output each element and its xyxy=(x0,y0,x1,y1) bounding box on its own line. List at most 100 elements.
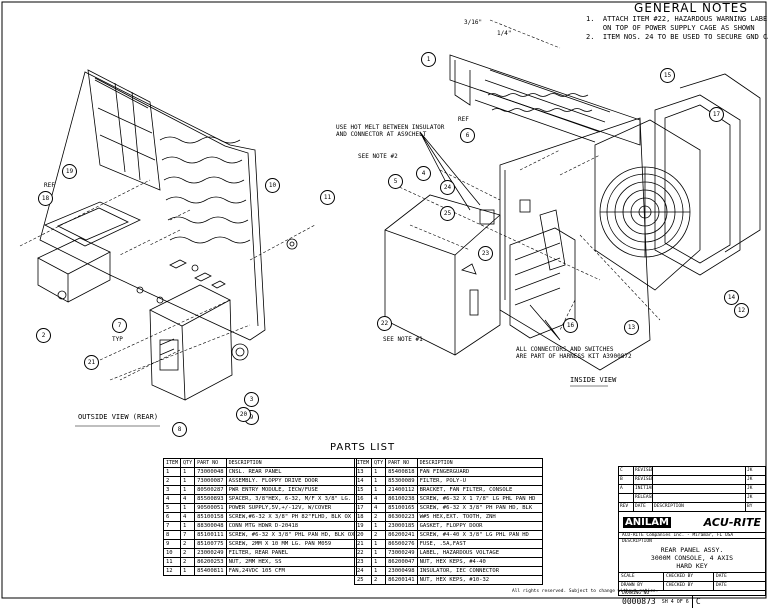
power-entry-module xyxy=(149,284,233,401)
item-balloon: 25 xyxy=(440,206,455,221)
description-label: DESCRIPTION xyxy=(622,539,652,544)
quantity: 1 xyxy=(371,557,387,567)
part-description: PWR ENTRY MODULE, IECW/FUSE xyxy=(225,485,358,495)
part-description: FAN FINGERGUARD xyxy=(416,467,543,477)
revision-cell xyxy=(653,476,746,484)
item-balloon: 11 xyxy=(320,190,335,205)
general-notes-title: GENERAL NOTES xyxy=(634,1,748,15)
item-number: 17 xyxy=(353,503,373,513)
quantity: 1 xyxy=(371,539,387,549)
item-balloon: 3 xyxy=(244,392,259,407)
item-number: 3 xyxy=(162,485,182,495)
part-description: LABEL, HAZARDOUS VOLTAGE xyxy=(416,548,543,558)
rear-panel-outline xyxy=(39,71,266,341)
item-balloon: 8 xyxy=(172,422,187,437)
dimension-label: 3/16" xyxy=(464,19,483,26)
by-col: BY xyxy=(747,504,753,509)
part-number: 86200241 xyxy=(385,530,418,540)
parts-list-title: PARTS LIST xyxy=(330,442,396,453)
item-number: 4 xyxy=(162,494,182,504)
item-balloon: 7 xyxy=(112,318,127,333)
checked-label: CHECKED BY xyxy=(664,582,714,590)
item-balloon: 6 xyxy=(460,128,475,143)
quantity: 1 xyxy=(180,566,196,576)
checked-label: CHECKED BY xyxy=(664,573,714,581)
drawing-no-label: DRAWING NO xyxy=(622,591,650,596)
part-number: 85100165 xyxy=(385,503,418,513)
general-notes: GENERAL NOTES 1. ATTACH ITEM #22, HAZARD… xyxy=(586,1,768,42)
quantity: 2 xyxy=(180,548,196,558)
quantity: 2 xyxy=(180,539,196,549)
part-number: 86500276 xyxy=(385,539,418,549)
item-number: 15 xyxy=(353,485,373,495)
revision-row: RELEASED FOR PRODUCTIONJK xyxy=(619,494,765,503)
part-description: CNSL. REAR PANEL xyxy=(225,467,358,477)
revision-letter: C xyxy=(691,596,704,608)
item-number: 18 xyxy=(353,512,373,522)
item-number: 8 xyxy=(162,530,182,540)
quantity: 1 xyxy=(371,548,387,558)
item-balloon: 16 xyxy=(563,318,578,333)
quantity: 1 xyxy=(371,521,387,531)
part-number: 85500893 xyxy=(194,494,227,504)
part-number: 85300089 xyxy=(385,476,418,486)
revision-cell xyxy=(653,494,746,502)
part-number: 86200047 xyxy=(385,557,418,567)
part-description: SCREW, #6-32 X 3/8" PH PAN HD, BLK xyxy=(416,503,543,513)
item-balloon: 24 xyxy=(440,180,455,195)
rear-filter xyxy=(87,69,161,191)
floppy-door xyxy=(37,237,111,303)
quantity: 2 xyxy=(371,512,387,522)
item-number: 2 xyxy=(162,476,182,486)
item-balloon: 23 xyxy=(478,246,493,261)
item-number: 13 xyxy=(353,467,373,477)
part-description: SCREW, 2MM X 10 MM LG. PAN M059 xyxy=(225,539,358,549)
item-balloon: 15 xyxy=(660,68,675,83)
revision-cell: JK xyxy=(747,468,753,473)
part-description: W#5 HEX,EXT. TOOTH, ZNH xyxy=(416,512,543,522)
part-number: 86100238 xyxy=(385,494,418,504)
part-description: BRACKET, FAN FILTER, CONSOLE xyxy=(416,485,543,495)
revision-cell: JK xyxy=(747,477,753,482)
general-note-line: ON TOP OF POWER SUPPLY CAGE AS SHOWN xyxy=(586,24,755,32)
part-description: SCREW, #4-40 X 3/8" LG PHL PAN HD xyxy=(416,530,543,540)
scale-row: SCALE CHECKED BY DATE xyxy=(619,573,765,582)
col-part-no: PART NO xyxy=(194,458,227,468)
part-number: 85100158 xyxy=(194,512,227,522)
revision-cell: INITIAL RELEASE xyxy=(635,485,653,493)
item-number: 11 xyxy=(162,557,182,567)
part-number: 86200141 xyxy=(385,575,418,585)
quantity: 1 xyxy=(371,485,387,495)
col-description: DESCRIPTION xyxy=(416,458,543,468)
part-description: SPACER, 3/8"HEX, 6-32, M/F X 3/8" LG. xyxy=(225,494,358,504)
part-number: 73000087 xyxy=(194,476,227,486)
quantity: 1 xyxy=(180,476,196,486)
general-note-line: 2. ITEM NOS. 24 TO BE USED TO SECURE GND… xyxy=(586,33,768,41)
part-number: 21400112 xyxy=(385,485,418,495)
item-balloon: 5 xyxy=(388,174,403,189)
quantity: 1 xyxy=(180,485,196,495)
description-line: HARD KEY xyxy=(676,562,708,570)
drawing-number-row: 0000873 SH 4 OF 6 C xyxy=(619,596,765,608)
item-balloon: 20 xyxy=(236,407,251,422)
revision-cell: C xyxy=(619,467,634,475)
item-number: 21 xyxy=(353,539,373,549)
quantity: 7 xyxy=(180,530,196,540)
quantity: 4 xyxy=(180,494,196,504)
part-number: 86300223 xyxy=(385,512,418,522)
item-balloon: 14 xyxy=(724,290,739,305)
